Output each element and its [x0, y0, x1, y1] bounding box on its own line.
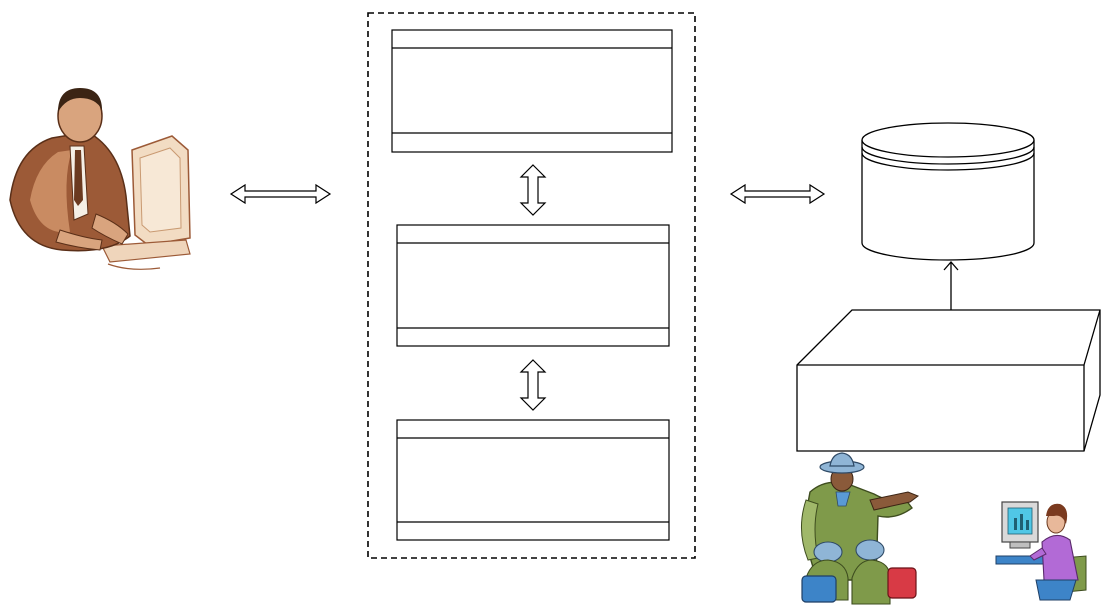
- right-double-arrow: [729, 183, 826, 205]
- vertical-double-arrow-1: [519, 164, 547, 216]
- server-to-database-arrow: [943, 261, 959, 310]
- vertical-double-arrow-2: [519, 359, 547, 411]
- layer-box-top: [391, 29, 673, 153]
- tour-guide-with-tourists-icon: [801, 452, 920, 605]
- server-box-icon: [796, 309, 1101, 452]
- person-at-computer-icon: [9, 88, 191, 270]
- person-at-monitor-icon: [995, 501, 1087, 601]
- dashed-system-boundary: [367, 12, 696, 559]
- left-double-arrow: [229, 183, 332, 205]
- database-cylinder-icon: [861, 122, 1035, 261]
- layer-box-bottom: [396, 419, 670, 541]
- layer-box-middle: [396, 224, 670, 347]
